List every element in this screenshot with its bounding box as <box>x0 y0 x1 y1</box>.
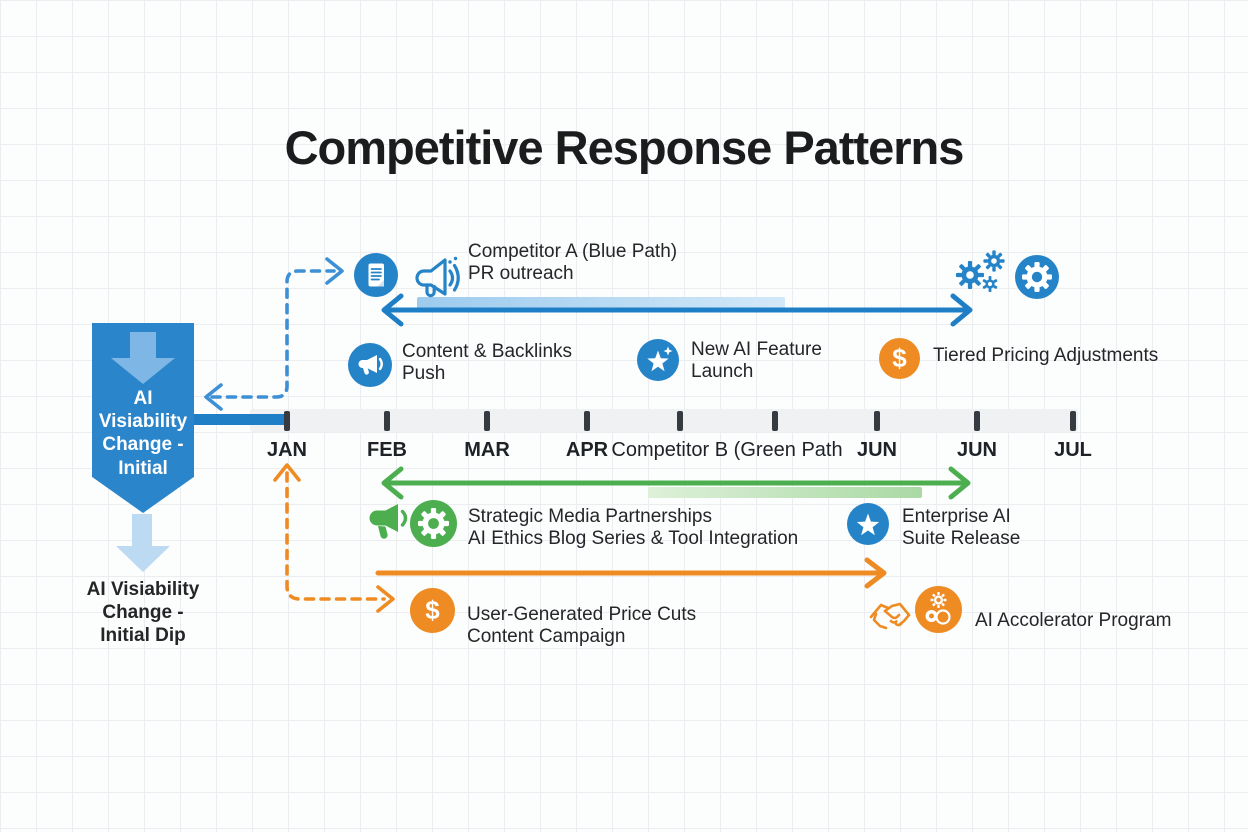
gear-money-circle-icon <box>915 586 962 633</box>
dollar-glyph: $ <box>892 343 907 373</box>
orange-dashed-connector <box>273 463 395 613</box>
handshake-icon <box>868 592 912 632</box>
down-arrow-icon <box>111 358 175 384</box>
green-double-arrow <box>381 466 971 500</box>
milestone-label: Content & Backlinks Push <box>402 341 573 385</box>
orange-arrow <box>375 557 887 589</box>
gear-circle-icon <box>1015 255 1059 299</box>
banner-label: AI Visiability Change - Initial <box>98 388 188 479</box>
milestone-label: AI Accolerator Program <box>975 610 1172 631</box>
document-icon <box>354 253 398 297</box>
gears-icon <box>953 248 1015 296</box>
blue-double-arrow <box>381 293 973 327</box>
month-label: FEB <box>367 439 407 461</box>
milestone-label: Tiered Pricing Adjustments <box>933 345 1159 366</box>
dollar-glyph: $ <box>425 595 440 625</box>
megaphone-outline-icon <box>410 250 462 306</box>
dollar-icon: $ <box>879 338 920 379</box>
blue-path-header-label: Competitor A (Blue Path) PR outreach <box>468 241 678 285</box>
down-arrow-icon <box>116 546 170 572</box>
month-label: APR <box>565 439 609 461</box>
banner-timeline-connector <box>192 414 290 425</box>
megaphone-icon <box>359 500 409 544</box>
blue-dashed-connector <box>204 257 344 411</box>
down-arrow-icon <box>130 332 156 358</box>
milestone-label: Strategic Media Partnerships AI Ethics B… <box>468 506 799 550</box>
green-path-header-label: Competitor B (Green Path <box>611 439 843 461</box>
star-icon <box>637 339 679 381</box>
gear-circle-icon <box>410 500 457 547</box>
green-activity-band <box>648 487 922 498</box>
dollar-icon: $ <box>410 588 455 633</box>
star-icon <box>847 503 889 545</box>
down-arrow-icon <box>132 514 152 546</box>
timeline-ticks <box>284 411 1076 431</box>
milestone-label: User-Generated Price Cuts Content Campai… <box>467 604 697 648</box>
megaphone-icon <box>348 343 392 387</box>
month-label: JUN <box>956 439 998 461</box>
banner-ai-visibility-initial: AI Visiability Change - Initial <box>92 323 194 513</box>
caption-ai-visibility-dip: AI Visiability Change - Initial Dip <box>86 579 200 646</box>
milestone-label: New AI Feature Launch <box>691 339 822 383</box>
month-label: JUN <box>856 439 898 461</box>
month-label: MAR <box>464 439 510 461</box>
month-label: JAN <box>266 439 308 461</box>
timeline-bar <box>250 409 1078 432</box>
month-label: JUL <box>1054 439 1092 461</box>
milestone-label: Enterprise AI Suite Release <box>902 506 1021 550</box>
page-title: Competitive Response Patterns <box>284 121 965 174</box>
blue-activity-band <box>417 297 785 310</box>
